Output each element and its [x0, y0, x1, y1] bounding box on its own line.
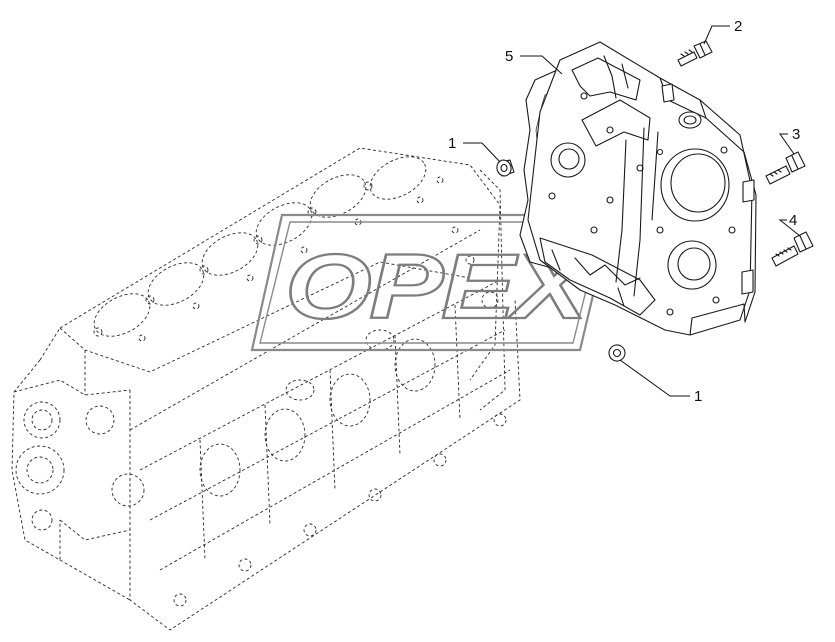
bolt-lower [771, 231, 814, 267]
callout-4: 4 [778, 212, 801, 237]
callout-4-label: 4 [789, 212, 797, 229]
callout-1-upper: 1 [448, 135, 501, 163]
callout-5-label: 5 [505, 48, 513, 65]
dowel-sleeve-upper [496, 159, 515, 177]
callout-1-lower: 1 [619, 359, 702, 405]
callout-1-upper-label: 1 [448, 135, 456, 152]
bolt-top [677, 40, 713, 67]
callout-5: 5 [505, 48, 563, 75]
bolt-middle [765, 151, 806, 185]
engine-block [11, 147, 521, 631]
callout-3-label: 3 [792, 126, 800, 143]
callout-2-label: 2 [734, 18, 742, 35]
callout-3: 3 [779, 126, 800, 155]
callout-1-lower-label: 1 [694, 388, 702, 405]
callout-2: 2 [703, 18, 742, 45]
timing-cover [527, 41, 757, 336]
dowel-sleeve-lower [608, 344, 626, 362]
